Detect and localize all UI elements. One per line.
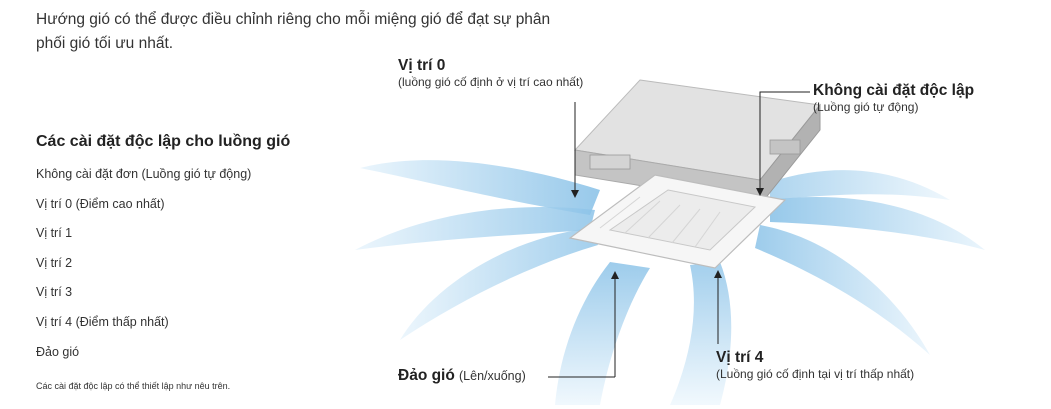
callout-swing: Đảo gió (Lên/xuống) xyxy=(398,367,526,385)
airflow-right xyxy=(755,170,985,355)
settings-item: Vị trí 3 xyxy=(36,285,73,300)
callout-title: Vị trí 0 xyxy=(398,57,446,74)
callout-position-0: Vị trí 0 (luồng gió cố định ở vị trí cao… xyxy=(398,57,583,90)
airflow-left xyxy=(355,160,600,340)
settings-item: Vị trí 2 xyxy=(36,255,73,270)
callout-subtitle: (Lên/xuống) xyxy=(459,369,526,383)
airflow-down xyxy=(555,262,732,405)
callout-title: Không cài đặt độc lập xyxy=(813,82,975,99)
settings-item: Vị trí 4 (Điểm thấp nhất) xyxy=(36,314,169,329)
callout-subtitle: (Luồng gió cố định tại vị trí thấp nhất) xyxy=(716,367,915,381)
callout-no-individual-setting: Không cài đặt độc lập (Luồng gió tự động… xyxy=(813,82,974,115)
callout-position-4: Vị trí 4 (Luồng gió cố định tại vị trí t… xyxy=(716,349,914,382)
settings-item: Đảo gió xyxy=(36,344,80,359)
settings-item: Không cài đặt đơn (Luồng gió tự động) xyxy=(36,167,252,181)
callout-title: Đảo gió xyxy=(398,367,455,384)
settings-item: Vị trí 1 xyxy=(36,226,73,241)
callout-title: Vị trí 4 xyxy=(716,349,764,366)
intro-text: Hướng gió có thể được điều chỉnh riêng c… xyxy=(36,11,551,52)
settings-title: Các cài đặt độc lập cho luồng gió xyxy=(36,133,291,150)
callout-subtitle: (luồng gió cố định ở vị trí cao nhất) xyxy=(398,75,584,89)
footnote: Các cài đặt độc lập có thể thiết lập như… xyxy=(36,381,231,391)
callout-pointers xyxy=(548,91,810,378)
cassette-unit xyxy=(568,79,821,269)
settings-item: Vị trí 0 (Điểm cao nhất) xyxy=(36,196,165,211)
settings-list: Không cài đặt đơn (Luồng gió tự động) Vị… xyxy=(36,166,251,373)
callout-subtitle: (Luồng gió tự động) xyxy=(813,100,919,114)
